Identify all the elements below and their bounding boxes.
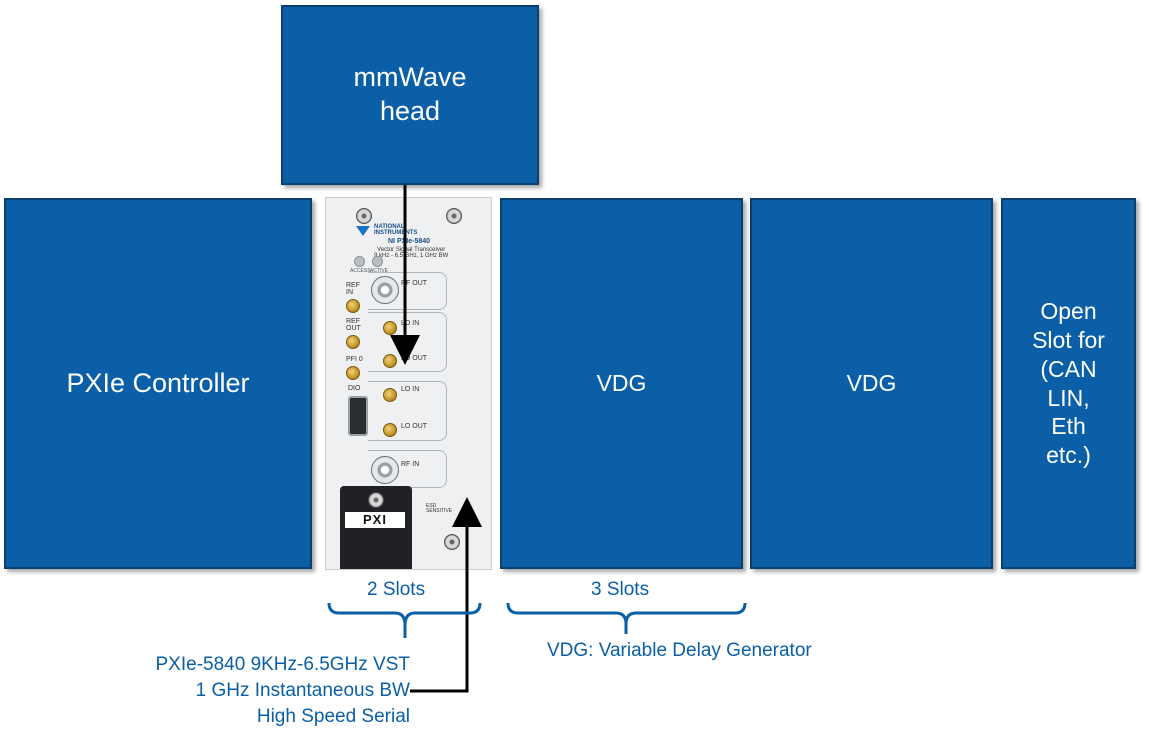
lo-out-2-connector-icon <box>383 423 397 437</box>
rf-in-connector-icon <box>371 456 399 484</box>
handle-screw-icon <box>368 492 384 508</box>
lo-1-bracket <box>368 312 447 372</box>
two-slots-brace <box>327 602 482 638</box>
vdg-caption: VDG: Variable Delay Generator <box>547 640 812 661</box>
rf-in-label: RF IN <box>401 461 420 468</box>
ref-out-connector-icon <box>346 335 360 349</box>
dio-connector-icon <box>348 396 368 436</box>
module-model: NI PXIe-5840 <box>388 238 431 245</box>
vdg-label-1: VDG <box>596 370 647 397</box>
pxie-5840-module-image: NATIONAL INSTRUMENTS NI PXIe-5840 Vector… <box>325 197 492 570</box>
module-brand: NATIONAL INSTRUMENTS <box>374 224 418 237</box>
top-left-screw-icon <box>356 208 372 224</box>
esd-label: ESD SENSITIVE <box>426 503 453 515</box>
lo-2-bracket <box>368 381 447 441</box>
vst-caption-line-3: High Speed Serial <box>256 706 410 727</box>
module-description: Vector Signal Transceiver 9 kHz - 6.5 GH… <box>374 247 449 260</box>
ref-out-label: REF OUT <box>346 318 361 333</box>
lo-in-1-connector-icon <box>383 321 397 335</box>
dio-label: DIO <box>348 385 361 392</box>
pxi-logo: PXI <box>345 512 405 528</box>
top-right-screw-icon <box>446 208 462 224</box>
rf-out-label: RF OUT <box>401 280 428 287</box>
pxie-controller-label: PXIe Controller <box>66 367 250 398</box>
vst-caption-line-2: 1 GHz Instantaneous BW <box>195 680 410 701</box>
vdg-label-2: VDG <box>846 370 897 397</box>
vst-caption: PXIe-5840 9KHz-6.5GHz VST 1 GHz Instanta… <box>100 652 411 730</box>
active-led-icon <box>372 256 383 267</box>
two-slots-label: 2 Slots <box>367 579 426 600</box>
pfi0-label: PFI 0 <box>346 356 363 363</box>
bottom-screw-icon <box>444 534 460 550</box>
access-led-icon <box>354 256 365 267</box>
pxie-controller-box: PXIe Controller <box>4 198 312 569</box>
three-slots-label: 3 Slots <box>591 579 650 600</box>
lo-in-2-label: LO IN <box>401 386 420 393</box>
access-led-label: ACCESS <box>350 268 371 274</box>
open-slot-label: Open Slot for (CAN LIN, Eth etc.) <box>1032 298 1105 468</box>
rf-out-connector-icon <box>371 276 399 304</box>
mmwave-head-label: mmWave head <box>353 62 467 126</box>
three-slots-brace <box>506 602 747 634</box>
mmwave-head-box: mmWave head <box>281 5 539 185</box>
lo-out-2-label: LO OUT <box>401 423 428 430</box>
vdg-box-1: VDG <box>500 198 743 569</box>
vst-caption-line-1: PXIe-5840 9KHz-6.5GHz VST <box>155 654 411 675</box>
vdg-box-2: VDG <box>750 198 993 569</box>
open-slot-box: Open Slot for (CAN LIN, Eth etc.) <box>1001 198 1136 569</box>
lo-in-2-connector-icon <box>383 388 397 402</box>
pfi0-connector-icon <box>346 366 360 380</box>
ref-in-connector-icon <box>346 299 360 313</box>
lo-in-1-label: LO IN <box>401 320 420 327</box>
active-led-label: ACTIVE <box>370 268 389 274</box>
ref-in-label: REF IN <box>346 282 360 297</box>
ni-logo-icon <box>356 226 370 236</box>
rf-out-bracket <box>368 272 447 310</box>
rf-in-bracket <box>368 450 447 488</box>
